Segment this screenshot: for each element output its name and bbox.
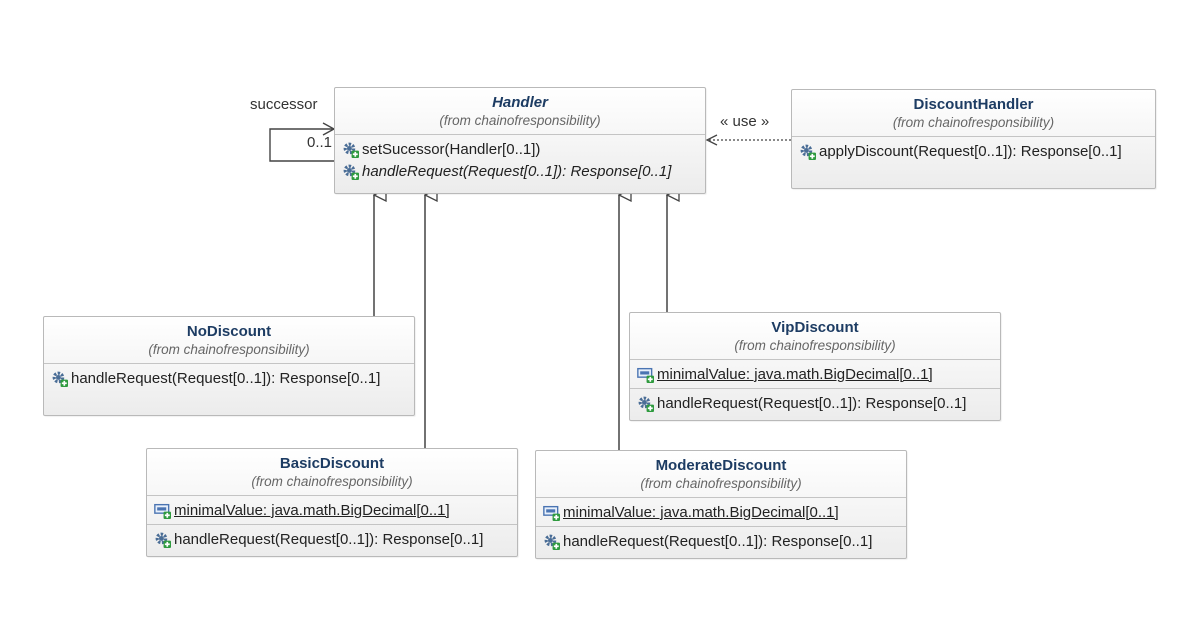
attribute-field-icon [543, 505, 560, 521]
operation-signature: handleRequest(Request[0..1]): Response[0… [71, 369, 381, 387]
class-name: DiscountHandler [913, 96, 1034, 113]
attribute-field-icon [637, 367, 654, 383]
attribute[interactable]: minimalValue: java.math.BigDecimal[0..1] [637, 363, 994, 385]
operations-compartment: handleRequest(Request[0..1]): Response[0… [536, 526, 906, 555]
attributes-compartment: minimalValue: java.math.BigDecimal[0..1] [630, 359, 1000, 388]
operations-compartment: handleRequest(Request[0..1]): Response[0… [630, 388, 1000, 417]
attributes-compartment: minimalValue: java.math.BigDecimal[0..1] [147, 495, 517, 524]
operation-signature: handleRequest(Request[0..1]): Response[0… [657, 394, 967, 412]
class-name: VipDiscount [771, 319, 859, 336]
operation[interactable]: applyDiscount(Request[0..1]): Response[0… [799, 140, 1149, 162]
successor-role-label: successor [250, 96, 318, 113]
class-name: Handler [492, 94, 548, 111]
class-discounthandler[interactable]: DiscountHandler (from chainofresponsibil… [791, 89, 1156, 189]
operations-compartment: handleRequest(Request[0..1]): Response[0… [44, 363, 414, 392]
operation-signature: applyDiscount(Request[0..1]): Response[0… [819, 142, 1122, 160]
operations-compartment: handleRequest(Request[0..1]): Response[0… [147, 524, 517, 553]
method-gear-icon [343, 142, 359, 158]
class-vipdiscount[interactable]: VipDiscount (from chainofresponsibility)… [629, 312, 1001, 421]
use-dependency-arrowhead [705, 134, 718, 146]
attribute-signature: minimalValue: java.math.BigDecimal[0..1] [563, 503, 839, 521]
successor-association [269, 128, 334, 162]
method-gear-icon [155, 532, 171, 548]
class-package: (from chainofresponsibility) [734, 338, 896, 353]
attribute[interactable]: minimalValue: java.math.BigDecimal[0..1] [543, 501, 900, 523]
class-name: NoDiscount [186, 323, 272, 340]
operation[interactable]: handleRequest(Request[0..1]): Response[0… [342, 160, 699, 182]
class-package: (from chainofresponsibility) [148, 342, 310, 357]
class-name: BasicDiscount [279, 455, 385, 472]
class-package: (from chainofresponsibility) [251, 474, 413, 489]
method-gear-icon [343, 164, 359, 180]
operation-signature: handleRequest(Request[0..1]): Response[0… [563, 532, 873, 550]
operation-signature: handleRequest(Request[0..1]): Response[0… [174, 530, 484, 548]
operation[interactable]: handleRequest(Request[0..1]): Response[0… [543, 530, 900, 552]
method-gear-icon [800, 144, 816, 160]
attribute-signature: minimalValue: java.math.BigDecimal[0..1] [174, 501, 450, 519]
operation[interactable]: handleRequest(Request[0..1]): Response[0… [154, 528, 511, 550]
attribute[interactable]: minimalValue: java.math.BigDecimal[0..1] [154, 499, 511, 521]
class-moderatediscount[interactable]: ModerateDiscount (from chainofresponsibi… [535, 450, 907, 559]
class-package: (from chainofresponsibility) [892, 115, 1055, 130]
operation-signature: setSucessor(Handler[0..1]) [362, 140, 541, 158]
operation[interactable]: handleRequest(Request[0..1]): Response[0… [637, 392, 994, 414]
operation[interactable]: setSucessor(Handler[0..1]) [342, 138, 699, 160]
class-name: ModerateDiscount [655, 457, 787, 474]
class-handler[interactable]: Handler (from chainofresponsibility) set… [334, 87, 706, 194]
class-package: (from chainofresponsibility) [640, 476, 802, 491]
attribute-signature: minimalValue: java.math.BigDecimal[0..1] [657, 365, 933, 383]
method-gear-icon [544, 534, 560, 550]
successor-multiplicity-label: 0..1 [307, 134, 333, 151]
method-gear-icon [638, 396, 654, 412]
use-stereotype-label: « use » [720, 113, 770, 130]
class-basicdiscount[interactable]: BasicDiscount (from chainofresponsibilit… [146, 448, 518, 557]
class-package: (from chainofresponsibility) [439, 113, 601, 128]
operation-signature: handleRequest(Request[0..1]): Response[0… [362, 162, 672, 180]
operation[interactable]: handleRequest(Request[0..1]): Response[0… [51, 367, 408, 389]
class-nodiscount[interactable]: NoDiscount (from chainofresponsibility) … [43, 316, 415, 416]
attributes-compartment: minimalValue: java.math.BigDecimal[0..1] [536, 497, 906, 526]
method-gear-icon [52, 371, 68, 387]
operations-compartment: applyDiscount(Request[0..1]): Response[0… [792, 136, 1155, 165]
attribute-field-icon [154, 503, 171, 519]
operations-compartment: setSucessor(Handler[0..1]) handleRequest… [335, 134, 705, 185]
